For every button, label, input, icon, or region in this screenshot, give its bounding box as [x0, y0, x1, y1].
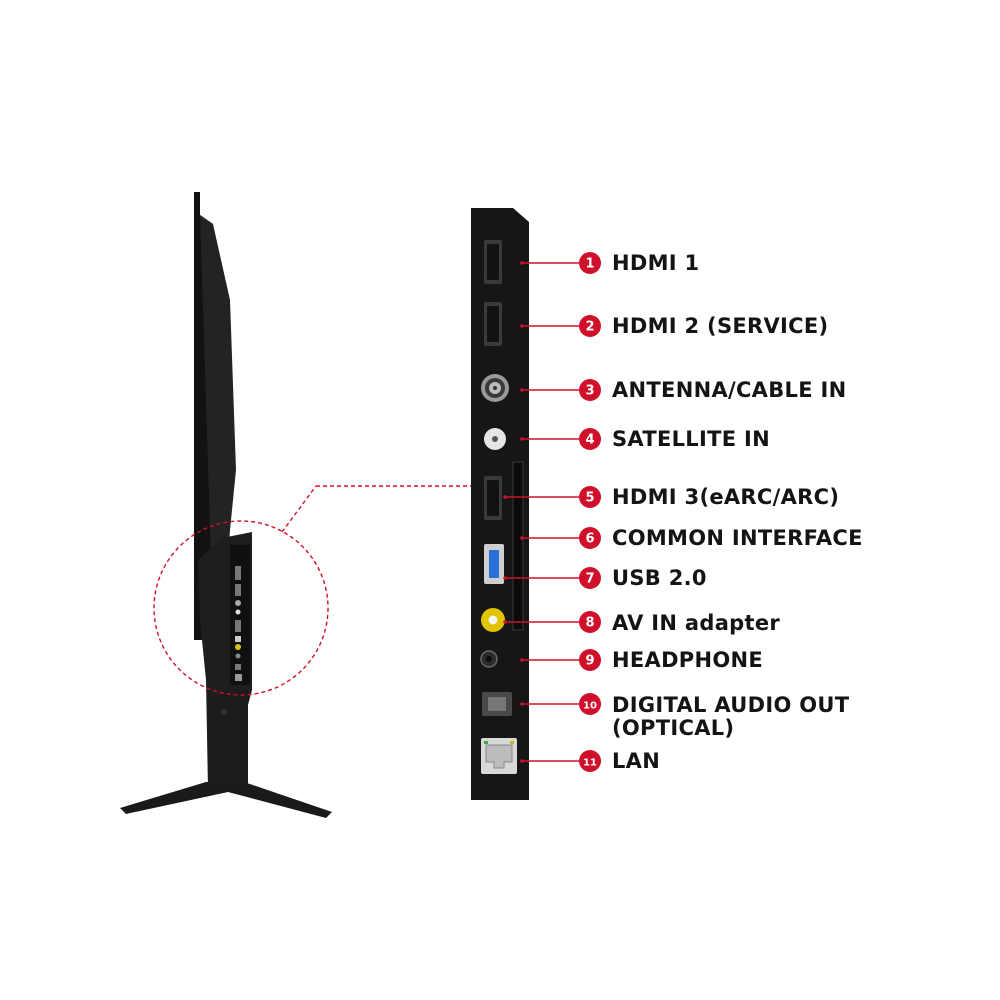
callout-dot: [520, 759, 524, 763]
optical-port-icon: [482, 692, 512, 716]
callout-dot: [503, 495, 507, 499]
callout-dot: [520, 261, 524, 265]
callout-dot: [503, 576, 507, 580]
port-label-lan: LAN: [612, 749, 661, 773]
tv-back-profile: [200, 215, 236, 590]
mini-port: [235, 620, 241, 632]
callout-badge: [579, 567, 601, 589]
zoom-highlight-circle: [153, 520, 329, 696]
callout-badge: [579, 611, 601, 633]
port-label-digital-audio: DIGITAL AUDIO OUT (OPTICAL): [612, 694, 849, 740]
port-label-usb: USB 2.0: [612, 566, 707, 590]
callout-badge: [579, 315, 601, 337]
callout-badge: [579, 486, 601, 508]
port-label-headphone: HEADPHONE: [612, 648, 764, 672]
callout-dot: [520, 702, 524, 706]
hdmi-port-icon: [484, 240, 502, 284]
callout-dot: [520, 437, 524, 441]
callout-badge-number: 7: [585, 572, 594, 587]
mini-port: [235, 636, 241, 642]
hdmi-port-icon: [484, 476, 502, 520]
headphone-jack-icon: [480, 650, 498, 668]
port-label-hdmi-3: HDMI 3(eARC/ARC): [612, 485, 840, 509]
callout-dot: [520, 536, 524, 540]
port-label-satellite: SATELLITE IN: [612, 427, 770, 451]
satellite-port-icon: [484, 428, 506, 450]
port-label-digital-audio-line2: (OPTICAL): [612, 716, 735, 740]
port-label-hdmi-2: HDMI 2 (SERVICE): [612, 314, 829, 338]
callout-dot: [520, 388, 524, 392]
tv-stand-neck: [208, 690, 248, 790]
callout-badge: [579, 750, 601, 772]
callout-badge-number: 2: [585, 320, 594, 335]
av-jack-icon: [481, 608, 505, 632]
callout-badge: [579, 252, 601, 274]
mini-port: [235, 584, 241, 596]
tv-side-view: [120, 192, 332, 818]
callout-badge: [579, 428, 601, 450]
callout-badge-number: 3: [585, 384, 594, 399]
callout-badge: [579, 693, 601, 715]
mini-port: [235, 609, 241, 615]
callout-badge-number: 9: [585, 654, 594, 669]
ethernet-port-icon: [481, 738, 517, 774]
callout-badge-number: 5: [585, 491, 594, 506]
port-label-hdmi-1: HDMI 1: [612, 251, 700, 275]
port-label-digital-audio-line1: DIGITAL AUDIO OUT: [612, 693, 850, 717]
mini-port: [235, 644, 241, 650]
mini-port: [235, 664, 241, 670]
port-label-common-interface: COMMON INTERFACE: [612, 526, 863, 550]
callout-dot: [503, 620, 507, 624]
tv-stand-base: [120, 782, 332, 818]
callout-badge-number: 1: [585, 257, 594, 272]
usb-port-icon: [484, 544, 504, 584]
coaxial-port-icon: [481, 374, 509, 402]
callout-dot: [520, 658, 524, 662]
hdmi-port-icon: [484, 302, 502, 346]
mini-port: [235, 566, 241, 580]
mini-port: [235, 600, 241, 606]
callout-badge-number: 4: [585, 433, 594, 448]
ci-slot-bar: [512, 461, 524, 631]
zoom-connector-line: [281, 485, 317, 533]
callout-badge: [579, 649, 601, 671]
mini-port: [235, 674, 242, 681]
callout-leaders: 1 2 3 4 5 6 7 8 9 10 11: [503, 252, 601, 772]
callout-badge-number: 8: [585, 616, 594, 631]
callout-badge-number: 10: [583, 701, 597, 712]
callout-badge: [579, 379, 601, 401]
port-label-antenna: ANTENNA/CABLE IN: [612, 378, 847, 402]
mini-port: [235, 653, 241, 659]
mini-port: [221, 709, 227, 715]
port-label-av-in: AV IN adapter: [612, 611, 781, 635]
callout-badge-number: 11: [583, 758, 597, 769]
callout-badge-number: 6: [585, 532, 594, 547]
callout-badge: [579, 527, 601, 549]
callout-dot: [520, 324, 524, 328]
